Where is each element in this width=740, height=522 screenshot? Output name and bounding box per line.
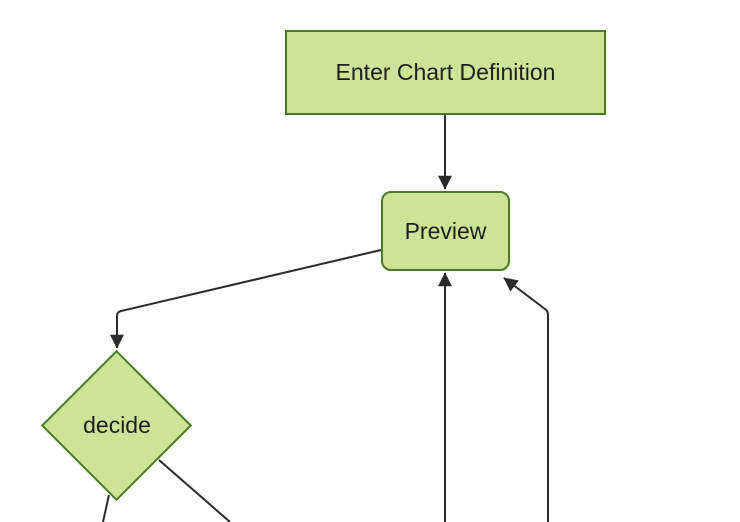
node-enter-chart-definition-label: Enter Chart Definition — [335, 59, 556, 86]
node-enter-chart-definition: Enter Chart Definition — [285, 30, 606, 115]
edge-decide-to-offscreen-left — [102, 494, 110, 522]
node-preview: Preview — [381, 191, 510, 271]
edge-preview-to-decide — [110, 249, 382, 349]
node-preview-label: Preview — [404, 217, 487, 244]
edge-decide-to-offscreen-right — [158, 459, 231, 522]
edge-offscreen-right-to-preview — [503, 277, 549, 522]
